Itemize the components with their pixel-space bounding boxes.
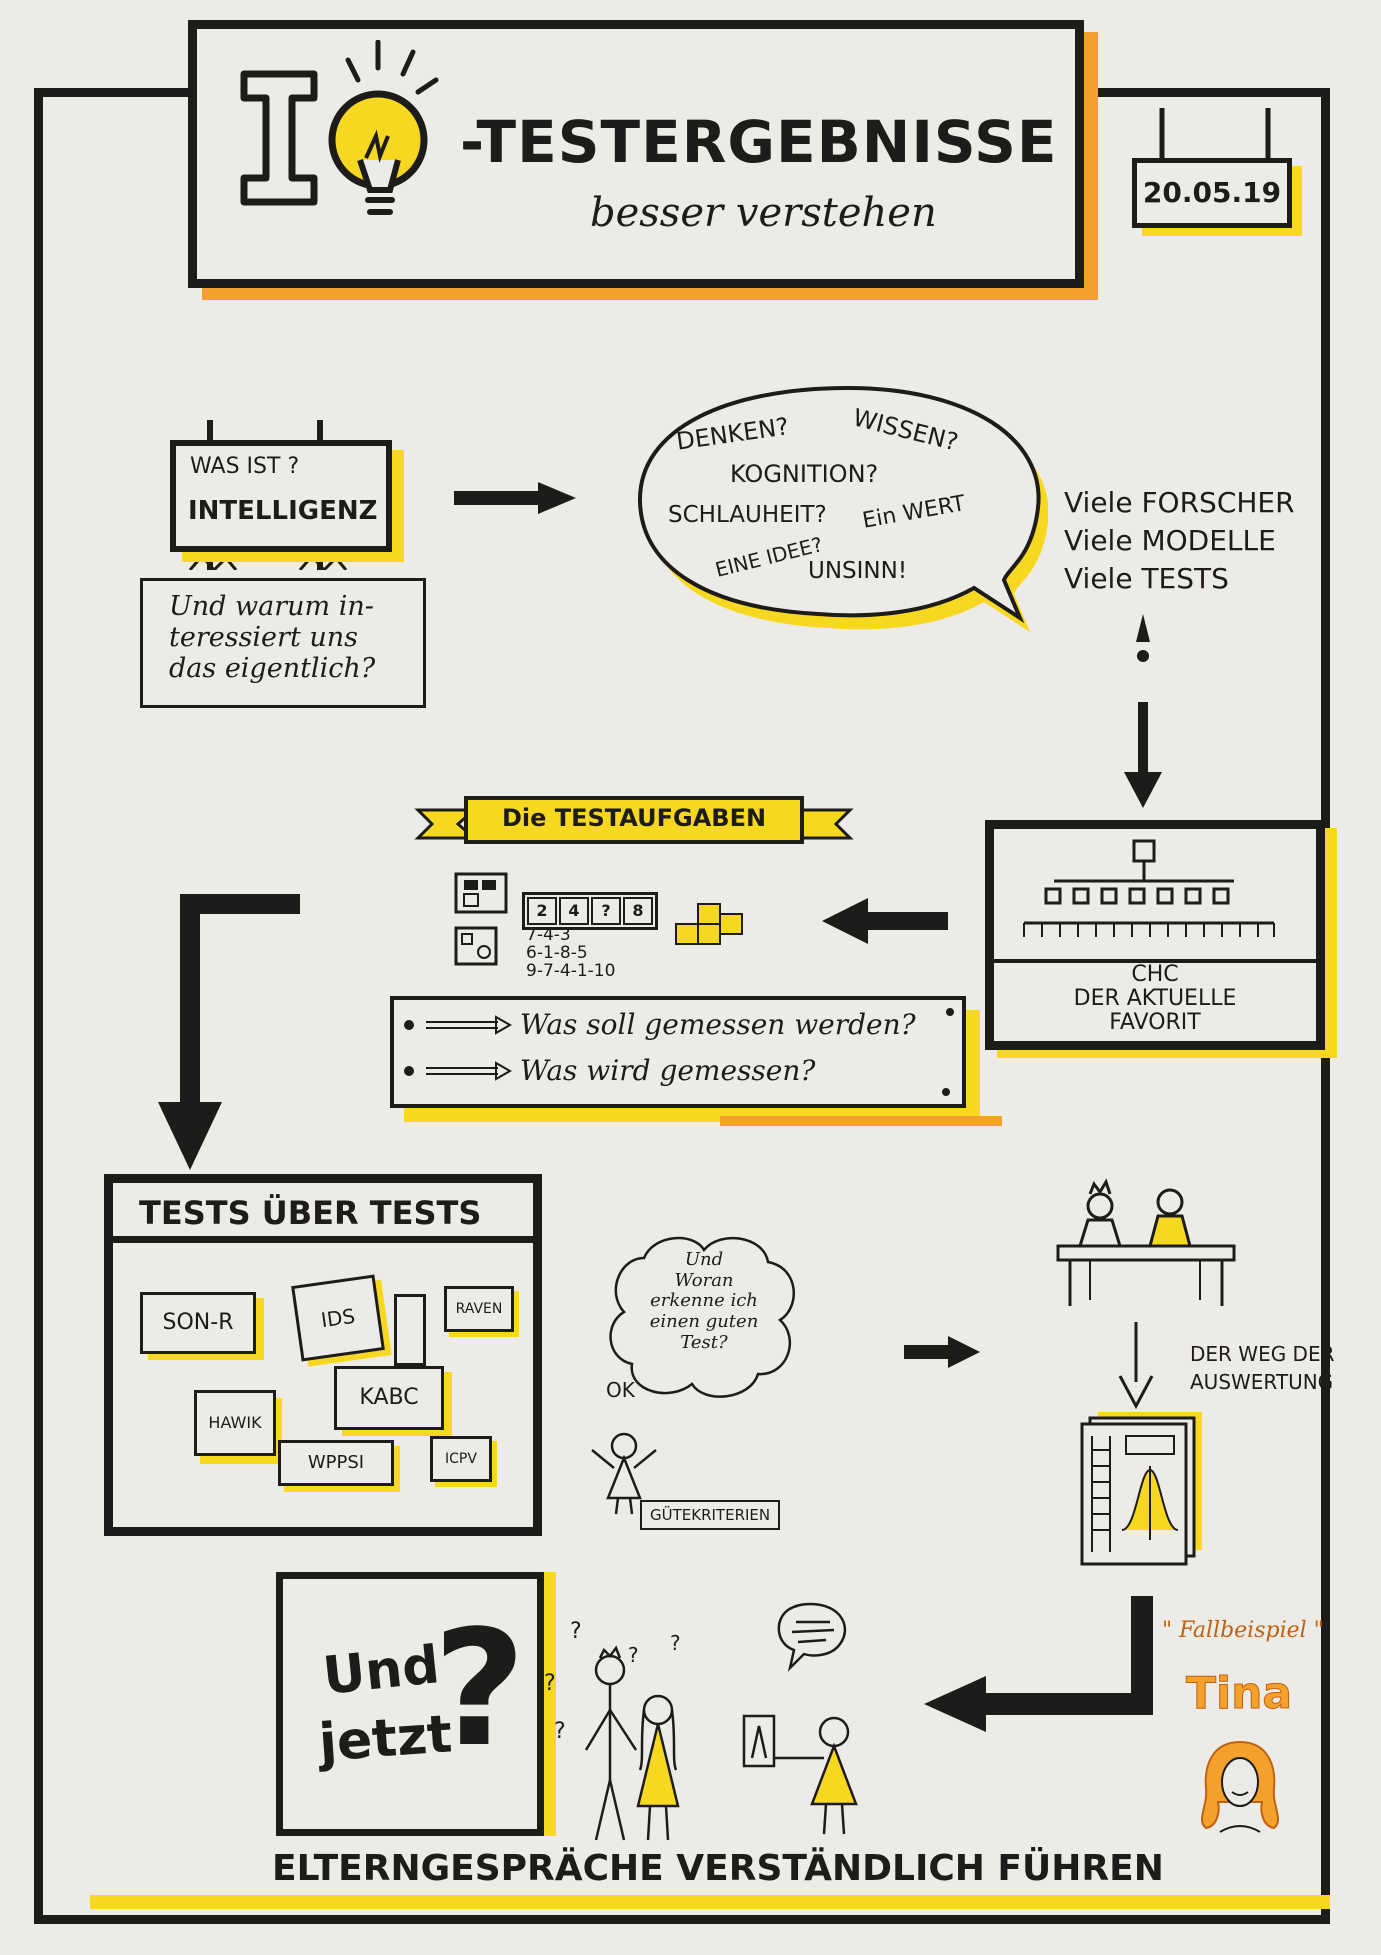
- footer-title: ELTERNGESPRÄCHE VERSTÄNDLICH FÜHREN: [272, 1848, 1164, 1889]
- date-sign-posts: [1150, 108, 1280, 164]
- note-line-3: das eigentlich?: [169, 653, 376, 685]
- intelligence-note: Und warum in- teressiert uns das eigentl…: [140, 578, 426, 708]
- intelligence-question: WAS IST ?: [190, 454, 300, 479]
- research-lines: Viele FORSCHER Viele MODELLE Viele TESTS: [1064, 484, 1295, 598]
- svg-text:?: ?: [544, 1671, 556, 1696]
- evaluation-line-1: DER WEG DER: [1190, 1342, 1335, 1366]
- sequence-2: 6-1-8-5: [526, 943, 588, 963]
- thought-line-5: Test?: [680, 1331, 728, 1353]
- thought-line-4: einen guten: [649, 1311, 759, 1333]
- orange-underline: [720, 1116, 1002, 1126]
- bubble-word-3: KOGNITION?: [730, 460, 879, 488]
- card-1: 2: [527, 897, 557, 925]
- lightbulb-icon: [318, 39, 448, 230]
- thought-line-1: Und: [684, 1249, 724, 1270]
- svg-text:?: ?: [554, 1719, 566, 1744]
- research-line-2: Viele MODELLE: [1064, 524, 1276, 557]
- tina-portrait-icon: [1190, 1736, 1290, 1846]
- question-row-1: Was soll gemessen werden?: [404, 1008, 916, 1041]
- chc-title: CHC: [1131, 962, 1179, 987]
- card-2: 4: [559, 897, 589, 925]
- test-box-raven: RAVEN: [444, 1286, 514, 1332]
- chc-hierarchy-diagram: [1023, 839, 1275, 937]
- card-3: ?: [591, 897, 621, 925]
- child-with-picture-icon: [730, 1598, 880, 1848]
- iq-letter-i: [238, 68, 320, 208]
- number-sequences: 7-4-3 6-1-8-5 9-7-4-1-10: [526, 926, 615, 980]
- und-jetzt-box: Und jetzt ?: [276, 1572, 544, 1836]
- number-cards: 2 4 ? 8: [522, 892, 658, 930]
- question-1: Was soll gemessen werden?: [520, 1008, 916, 1041]
- test-box-wppsi: WPPSI: [278, 1440, 394, 1486]
- research-line-3: Viele TESTS: [1064, 562, 1229, 595]
- elbow-arrow-down-icon: [150, 890, 310, 1180]
- svg-text:?: ?: [570, 1619, 582, 1644]
- tina-name: Tina: [1185, 1668, 1293, 1720]
- thought-cloud: Und Woran erkenne ich einen guten Test?: [604, 1228, 804, 1408]
- sequence-1: 7-4-3: [526, 925, 571, 945]
- parents-figures-icon: ? ? ? ? ?: [540, 1610, 720, 1850]
- blocks-icon: [672, 890, 752, 950]
- test-box-slot: [394, 1294, 426, 1366]
- arrow-down-outline-icon: [1116, 1320, 1156, 1410]
- fallbeispiel-label: " Fallbeispiel ": [1162, 1618, 1324, 1643]
- note-line-2: teressiert uns: [169, 622, 359, 654]
- thought-line-3: erkenne ich: [650, 1290, 758, 1312]
- test-box-sonr: SON-R: [140, 1292, 256, 1354]
- arrow-left-icon: [820, 896, 950, 946]
- shapes-task-icon: [454, 926, 498, 966]
- question-2: Was wird gemessen?: [520, 1054, 816, 1087]
- title-sub: besser verstehen: [590, 190, 937, 236]
- svg-text:?: ?: [628, 1643, 639, 1667]
- test-box-icpv: ICPV: [430, 1436, 492, 1482]
- thought-line-2: Woran: [674, 1269, 734, 1291]
- date-label: 20.05.19: [1132, 158, 1292, 228]
- elbow-arrow-left-icon: [920, 1594, 1170, 1744]
- intelligence-sign: WAS IST ? INTELLIGENZ: [170, 440, 392, 552]
- svg-text:?: ?: [670, 1631, 681, 1655]
- chc-favorite: FAVORIT: [1109, 1010, 1201, 1035]
- arrow-right-icon-2: [902, 1332, 982, 1372]
- note-line-1: Und warum in-: [169, 591, 374, 622]
- guetekriterien-label: GÜTEKRITERIEN: [640, 1500, 781, 1530]
- research-line-1: Viele FORSCHER: [1064, 486, 1295, 519]
- chc-box: CHC DER AKTUELLE FAVORIT: [985, 820, 1325, 1050]
- evaluation-label: DER WEG DER AUSWERTUNG: [1190, 1340, 1335, 1396]
- testaufgaben-title: Die TESTAUFGABEN: [501, 804, 767, 832]
- evaluation-booklet-icon: [1070, 1410, 1220, 1570]
- chc-subtitle: DER AKTUELLE: [1073, 986, 1237, 1011]
- bubble-word-4: SCHLAUHEIT?: [668, 502, 827, 528]
- bubble-word-7: UNSINN!: [808, 558, 908, 584]
- sequence-3: 9-7-4-1-10: [526, 961, 616, 981]
- und-jetzt-question-mark: ?: [433, 1595, 526, 1782]
- bottom-highlight: [90, 1895, 1330, 1909]
- test-box-hawik: HAWIK: [194, 1390, 276, 1456]
- child-figure-icon: [584, 1428, 664, 1518]
- und-jetzt-line-1: Und: [320, 1635, 443, 1707]
- card-4: 8: [623, 897, 653, 925]
- arrow-down-icon: [1118, 612, 1168, 812]
- intelligence-word: INTELLIGENZ: [188, 496, 378, 526]
- speech-bubble: [628, 368, 1049, 638]
- question-row-2: Was wird gemessen?: [404, 1054, 815, 1087]
- test-box-kabc: KABC: [334, 1366, 444, 1430]
- test-box-ids: IDS: [291, 1274, 385, 1362]
- testing-scene-icon: [1050, 1176, 1240, 1316]
- questions-board: Was soll gemessen werden? Was wird gemes…: [390, 996, 966, 1108]
- title-main: -TESTERGEBNISSE: [460, 108, 1058, 176]
- arrow-right-icon: [450, 478, 580, 518]
- tests-header: TESTS ÜBER TESTS: [113, 1183, 533, 1243]
- evaluation-line-2: AUSWERTUNG: [1190, 1370, 1334, 1394]
- matrix-task-icon: [454, 872, 508, 914]
- testaufgaben-banner: Die TESTAUFGABEN: [414, 792, 854, 852]
- ok-mark: OK: [606, 1378, 635, 1402]
